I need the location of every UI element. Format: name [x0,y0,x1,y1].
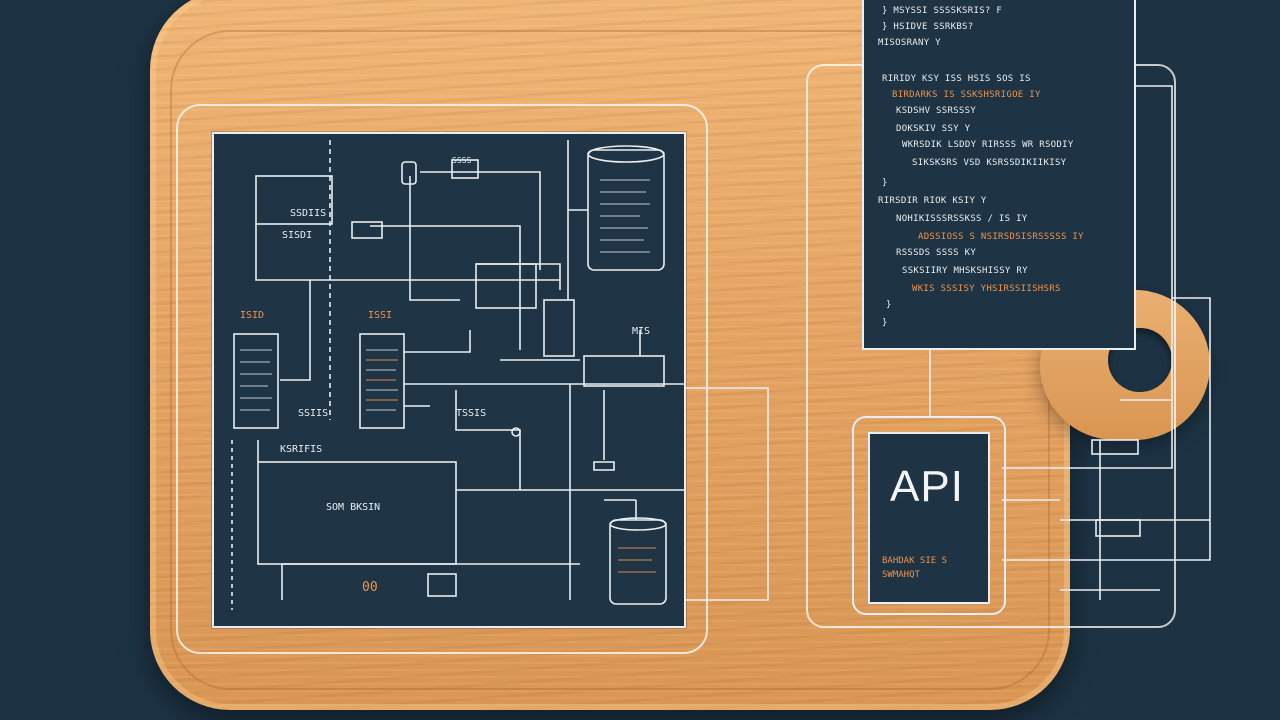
code-line: SIKSKSRS VSD KSRSSDIKIIKISY [912,158,1067,168]
code-line: SSKSIIRY MHSKSHISSY RY [902,266,1028,276]
connector-1 [255,224,560,281]
connector-4 [370,225,521,350]
lower-block [257,461,457,565]
left-node-1-label: ISID [240,310,265,321]
code-line: } [882,318,888,328]
right-block [583,355,665,387]
code-panel [862,0,1136,350]
code-line: ADSSIOSS S NSIRSDSISRSSSSS IY [918,232,1084,242]
connector-3 [420,171,541,270]
left-node-2-label: ISSI [368,310,393,321]
code-line: } [886,300,892,310]
code-line: RIRIDY KSY ISS HSIS SOS IS [882,74,1031,84]
code-line: } MSYSSI SSSSKSRIS? F [882,6,1003,16]
lower-db-cylinder [609,519,667,605]
connector-2 [409,176,460,301]
top-left-box [255,175,333,225]
code-line: MISOSRANY Y [878,38,941,48]
connector-5 [476,263,561,290]
right-label: MIS [632,326,651,337]
api-outer-frame [852,416,1006,615]
top-box-label-2: SISDI [282,230,313,241]
mid-label-1: SSIIS [298,408,329,419]
stack-box [543,299,575,357]
api-box [868,432,990,604]
left-node-1 [233,333,279,429]
code-line: } [882,178,888,188]
api-title: API [890,462,964,511]
code-line: RSSSDS SSSS KY [896,248,977,258]
counter-label: 00 [362,580,378,595]
code-line: KSDSHV SSRSSSY [896,106,977,116]
api-caption-2: SWMAHQT [882,570,920,580]
mid-label-2: TSSIS [456,408,487,419]
code-line: BIRDARKS IS SSKSHSRIGOE IY [892,90,1041,100]
code-line: DOKSKIV SSY Y [896,124,971,134]
code-line: WKIS SSSISY YHSIRSSIISHSRS [912,284,1061,294]
code-line: } HSIDVE SSRKBS? [882,22,974,32]
db-label: SSSS [452,156,472,165]
code-line: NOHIKISSSRSSKSS / IS IY [896,214,1028,224]
left-node-2 [359,333,405,429]
flow-label: KSRIFIS [280,444,323,455]
top-box-label: SSDIIS [290,208,327,219]
code-line: WKRSDIK LSDDY RIRSSS WR RSODIY [902,140,1074,150]
api-caption-1: BAHDAK SIE S [882,556,948,566]
code-line: RIRSDIR RIOK KSIY Y [878,196,987,206]
block-label: SOM BKSIN [326,502,381,513]
left-panel-frame [176,104,708,654]
mid-box [475,263,537,309]
